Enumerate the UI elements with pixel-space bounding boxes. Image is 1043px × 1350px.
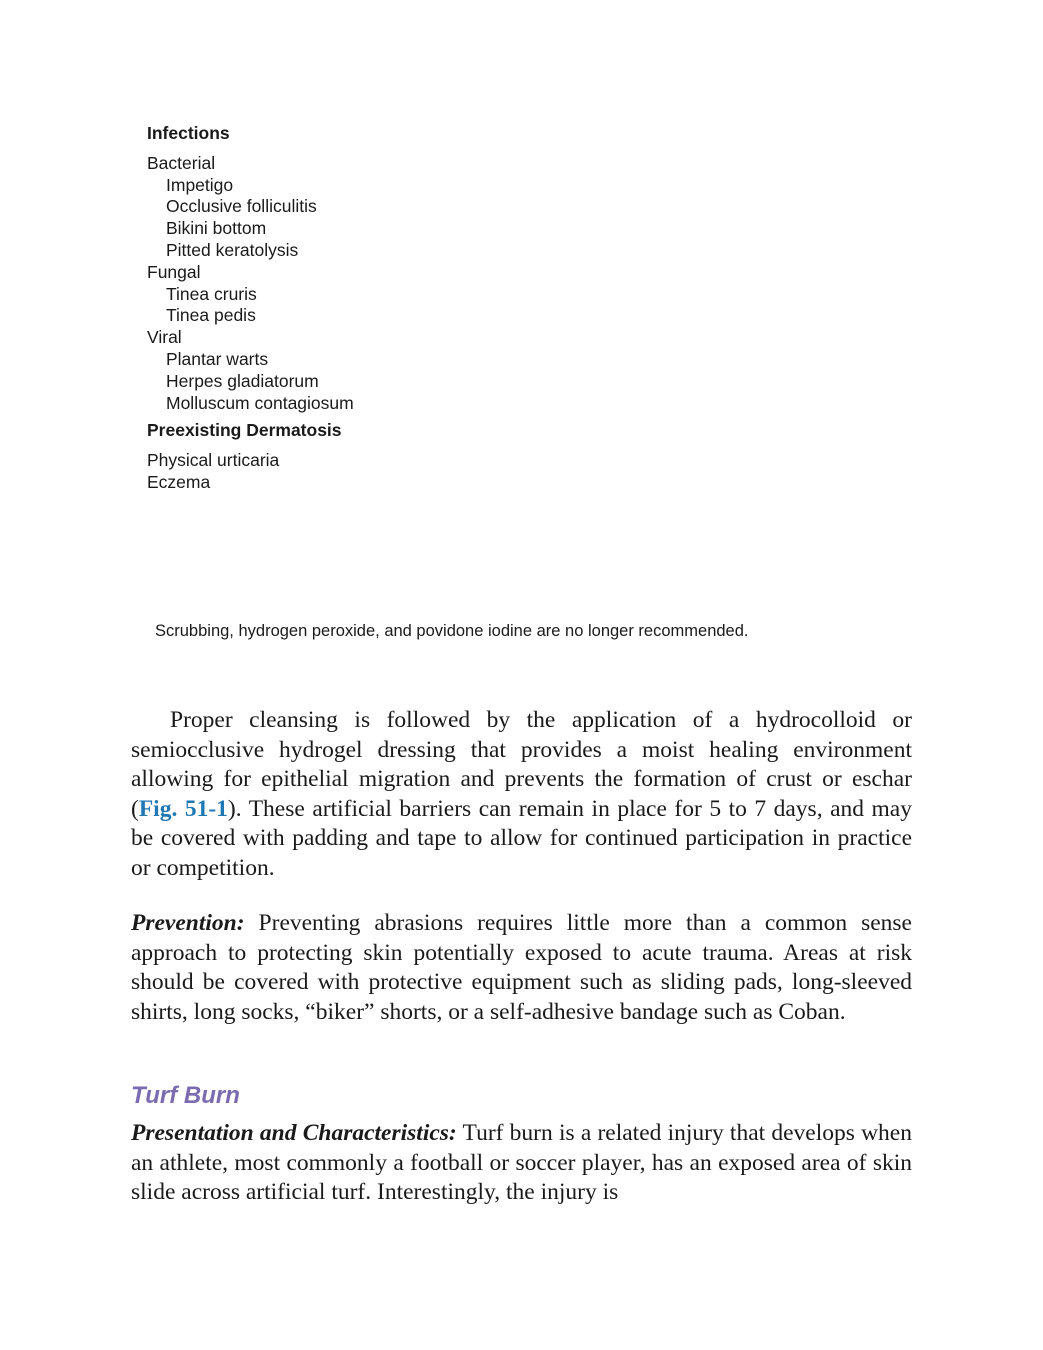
paragraph-prevention: Prevention: Preventing abrasions require… xyxy=(131,909,912,1027)
paragraph-text: Preventing abrasions requires little mor… xyxy=(131,910,912,1025)
category-viral: Viral xyxy=(147,327,182,348)
run-in-heading: Prevention: xyxy=(131,910,245,936)
list-item: Tinea cruris xyxy=(166,283,257,304)
list-item: Pitted keratolysis xyxy=(166,239,299,260)
list-item: Impetigo xyxy=(166,174,234,195)
run-in-heading: Presentation and Characteristics: xyxy=(131,1120,457,1146)
list-item: Molluscum contagiosum xyxy=(166,392,354,413)
group-heading-preexisting-dermatosis: Preexisting Dermatosis xyxy=(147,420,342,441)
list-item: Occlusive folliculitis xyxy=(166,196,317,217)
list-item: Tinea pedis xyxy=(166,305,256,326)
paragraph-text: Turf burn is a related injury that devel… xyxy=(131,1120,912,1205)
paragraph-text: Proper cleansing is followed by the appl… xyxy=(131,707,912,822)
list-item: Eczema xyxy=(147,471,211,492)
list-item: Physical urticaria xyxy=(147,450,280,471)
paragraph-text: ). These artificial barriers can remain … xyxy=(131,795,912,881)
category-fungal: Fungal xyxy=(147,261,201,282)
paragraph-presentation: Presentation and Characteristics: Turf b… xyxy=(131,1119,912,1208)
section-heading: Turf Burn xyxy=(131,1082,240,1109)
condition-list-box: Infections Bacterial Impetigo Occlusive … xyxy=(147,123,567,494)
list-item: Bikini bottom xyxy=(166,218,267,239)
list-item: Herpes gladiatorum xyxy=(166,370,319,391)
paragraph-dressing: Proper cleansing is followed by the appl… xyxy=(131,706,912,883)
recommendation-note: Scrubbing, hydrogen peroxide, and povido… xyxy=(155,622,749,640)
group-heading-infections: Infections xyxy=(147,123,230,143)
category-bacterial: Bacterial xyxy=(147,152,216,173)
figure-link[interactable]: Fig. 51-1 xyxy=(138,795,228,822)
list-item: Plantar warts xyxy=(166,348,269,369)
